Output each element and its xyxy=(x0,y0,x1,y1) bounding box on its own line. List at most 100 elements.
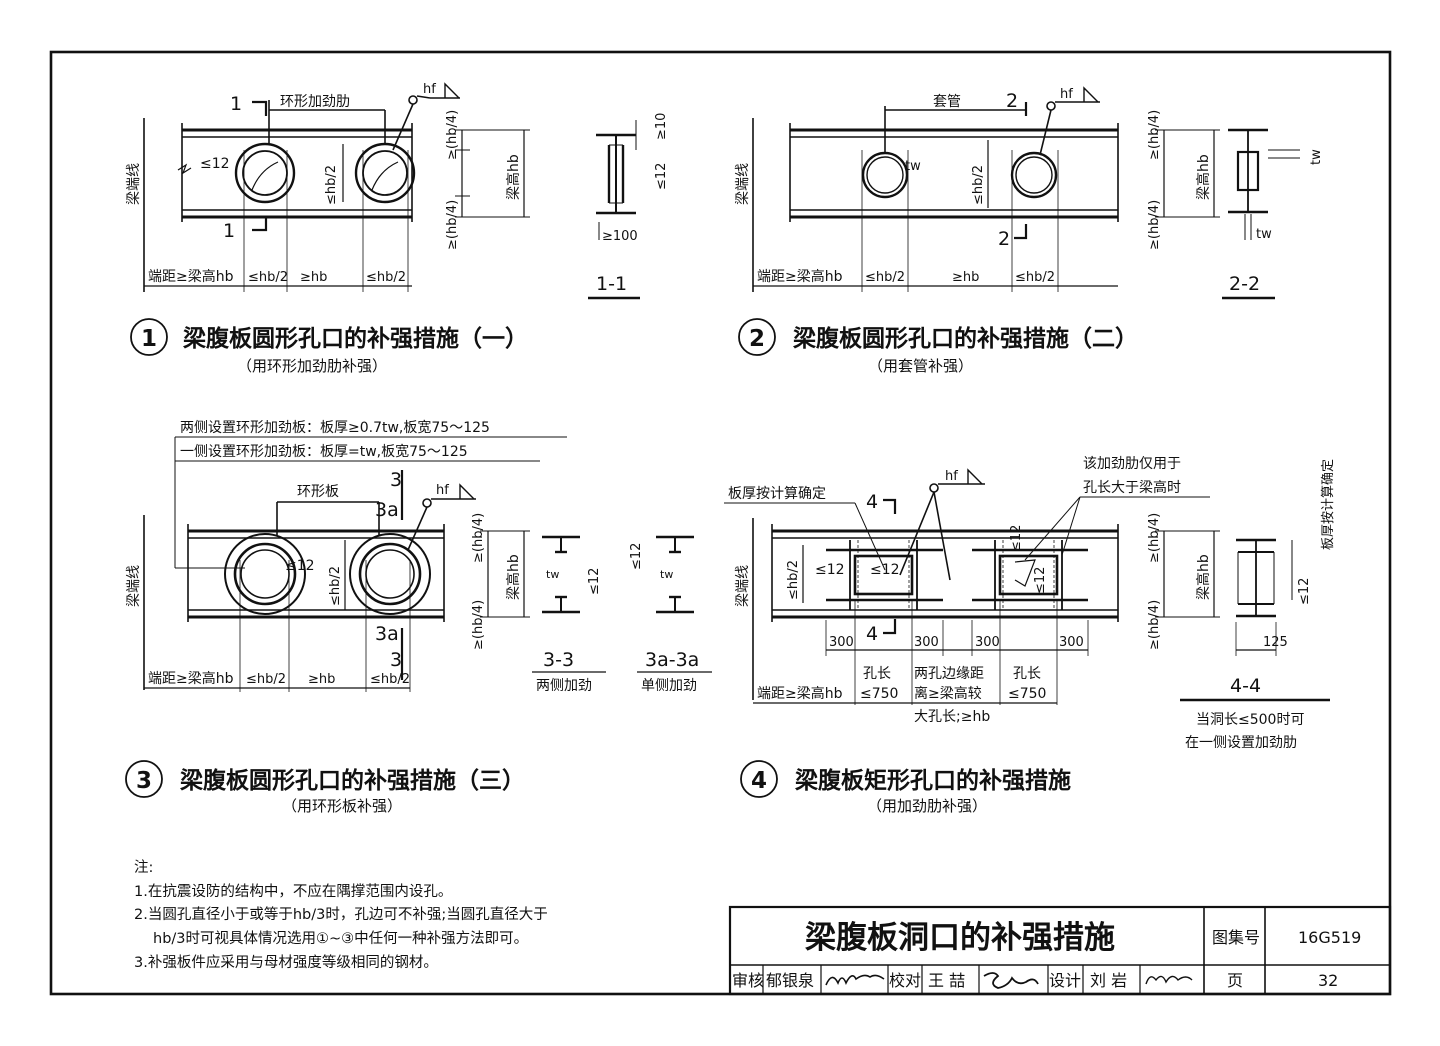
sheet-frame xyxy=(49,50,1392,996)
fig3-subtitle: （用环形板补强） xyxy=(282,797,402,815)
hole-len-a: 孔长 xyxy=(863,666,891,682)
hf-label-4: hf xyxy=(945,469,958,484)
hb2-label-2: ≤hb/2 xyxy=(971,165,986,205)
sec44-125: 125 xyxy=(1263,635,1288,650)
end-distance-2: 端距≥梁高hb xyxy=(757,268,843,285)
sec3a-bottom: 3a xyxy=(375,623,399,645)
beam-end-label-2: 梁端线 xyxy=(735,163,751,205)
d300-b: 300 xyxy=(914,635,939,650)
sec-mark-1-bottom: 1 xyxy=(223,220,235,242)
end-distance-1: 端距≥梁高hb xyxy=(148,268,234,285)
d300-d: 300 xyxy=(1059,635,1084,650)
fig1-subtitle: （用环形加劲肋补强） xyxy=(237,357,387,375)
ge-hb4-bot-1: ≥(hb/4) xyxy=(445,200,460,250)
le12-c-4: ≤12 xyxy=(1009,525,1024,552)
dim-a-1: ≤hb/2 xyxy=(248,270,288,285)
sec22-tw-bottom: tw xyxy=(1256,227,1272,242)
two-holes-2: 离≥梁高较 xyxy=(914,685,982,702)
checker-signature xyxy=(983,972,1039,989)
ring-plate-label: 环形板 xyxy=(297,484,339,500)
section-3a-3a-sub: 单侧加劲 xyxy=(641,678,697,694)
fig3-number-circle xyxy=(125,760,163,798)
section-3-3-label: 3-3 xyxy=(543,649,574,671)
dim-c-2: ≤hb/2 xyxy=(1015,270,1055,285)
sec3-bottom: 3 xyxy=(390,649,402,671)
figure-1: 梁端线 环形加劲肋 1 1 hf ≤12 xyxy=(126,82,669,375)
notes-block: 注: 1.在抗震设防的结构中，不应在隅撑范围内设孔。 2.当圆孔直径小于或等于h… xyxy=(134,859,548,971)
fig3-note2: 一侧设置环形加劲板：板厚=tw,板宽75～125 xyxy=(180,443,468,460)
ge-hb4-top-4: ≥(hb/4) xyxy=(1147,513,1162,563)
sec3-top: 3 xyxy=(390,469,402,491)
ge-hb4-bot-3: ≥(hb/4) xyxy=(471,600,486,650)
ge-hb4-top-3: ≥(hb/4) xyxy=(471,513,486,563)
figure-2: 梁端线 套管 tw 2 2 hf ≤hb/2 ≥(hb/4) ≥(hb/4) 梁… xyxy=(735,86,1324,375)
dim-b-1: ≥hb xyxy=(300,270,327,285)
sec44-note1: 当洞长≤500时可 xyxy=(1196,712,1304,728)
le12-a-4: ≤12 xyxy=(815,562,845,578)
sec4-bottom: 4 xyxy=(866,623,878,645)
sec33-tw: tw xyxy=(546,568,559,581)
beam-end-label-3: 梁端线 xyxy=(126,565,142,607)
atlas-label: 图集号 xyxy=(1212,928,1260,947)
d300-c: 300 xyxy=(975,635,1000,650)
reviewer-name: 郁银泉 xyxy=(766,971,814,990)
le12-b-4: ≤12 xyxy=(870,562,900,578)
notes-head: 注: xyxy=(134,859,153,876)
beam-height-4: 梁高hb xyxy=(1195,554,1212,600)
ge-hb4-bot-4: ≥(hb/4) xyxy=(1147,600,1162,650)
dim-c-3: ≤hb/2 xyxy=(370,672,410,687)
two-holes-3: 大孔长;≥hb xyxy=(914,709,990,725)
sec-mark-2-bottom: 2 xyxy=(998,228,1010,250)
sec33-le12: ≤12 xyxy=(587,568,602,595)
note-2b: hb/3时可视具体情况选用①~③中任何一种补强方法即可。 xyxy=(153,930,528,947)
ring-rib-label: 环形加劲肋 xyxy=(280,94,350,110)
fig4-number-circle xyxy=(740,760,778,798)
designer-signature xyxy=(1145,975,1193,985)
designer-name: 刘 岩 xyxy=(1090,971,1127,990)
review-label: 审核 xyxy=(732,971,764,990)
sec-mark-1-top: 1 xyxy=(230,93,242,115)
hb2-label-4: ≤hb/2 xyxy=(786,560,801,600)
sec44-note2: 在一侧设置加劲肋 xyxy=(1185,735,1297,751)
ge-hb4-top-2: ≥(hb/4) xyxy=(1147,110,1162,160)
design-label: 设计 xyxy=(1049,971,1081,990)
beam-height-1: 梁高hb xyxy=(505,154,522,200)
hole-len-b: 孔长 xyxy=(1013,666,1041,682)
hf-label-2: hf xyxy=(1060,87,1073,102)
fig2-number: 2 xyxy=(749,326,765,352)
note-1: 1.在抗震设防的结构中，不应在隅撑范围内设孔。 xyxy=(134,882,452,900)
beam-end-label-4: 梁端线 xyxy=(735,565,751,607)
ge-hb4-top-1: ≥(hb/4) xyxy=(445,110,460,160)
sec11-ge10: ≥10 xyxy=(654,113,669,140)
sec44-plate-calc: 板厚按计算确定 xyxy=(1321,459,1336,550)
sec22-tw-top: tw xyxy=(1309,149,1324,165)
hb2-label-3: ≤hb/2 xyxy=(328,566,343,606)
fig1-number: 1 xyxy=(141,326,157,352)
fig4-title: 梁腹板矩形孔口的补强措施 xyxy=(794,767,1071,794)
plate-calc-label: 板厚按计算确定 xyxy=(728,486,826,502)
fig3-number: 3 xyxy=(136,768,152,794)
d300-a: 300 xyxy=(829,635,854,650)
dim-c-1: ≤hb/2 xyxy=(366,270,406,285)
sec-mark-2-top: 2 xyxy=(1006,90,1018,112)
dim-b-3: ≥hb xyxy=(308,672,335,687)
section-1-1-label: 1-1 xyxy=(596,273,627,295)
checker-name: 王 喆 xyxy=(928,971,965,990)
sec11-le12: ≤12 xyxy=(654,163,669,190)
end-distance-4: 端距≥梁高hb xyxy=(757,685,843,702)
le750-a: ≤750 xyxy=(860,686,898,702)
fig3-title: 梁腹板圆形孔口的补强措施（三） xyxy=(179,767,525,794)
beam-end-label-1: 梁端线 xyxy=(126,163,142,205)
atlas-number: 16G519 xyxy=(1298,928,1361,947)
fig2-number-circle xyxy=(738,318,776,356)
le12-label-3: ≤12 xyxy=(285,558,315,574)
fig3-note1: 两侧设置环形加劲板：板厚≥0.7tw,板宽75～125 xyxy=(180,419,490,436)
two-holes-1: 两孔边缘距 xyxy=(914,666,984,682)
sec3a-tw: tw xyxy=(660,568,673,581)
le12-label-1: ≤12 xyxy=(200,156,230,172)
hb2-label-1: ≤hb/2 xyxy=(324,165,339,205)
fig1-number-circle xyxy=(130,318,168,356)
fig4-subtitle: （用加劲肋补强） xyxy=(867,797,987,815)
fig4-number: 4 xyxy=(751,768,767,794)
dim-a-3: ≤hb/2 xyxy=(246,672,286,687)
